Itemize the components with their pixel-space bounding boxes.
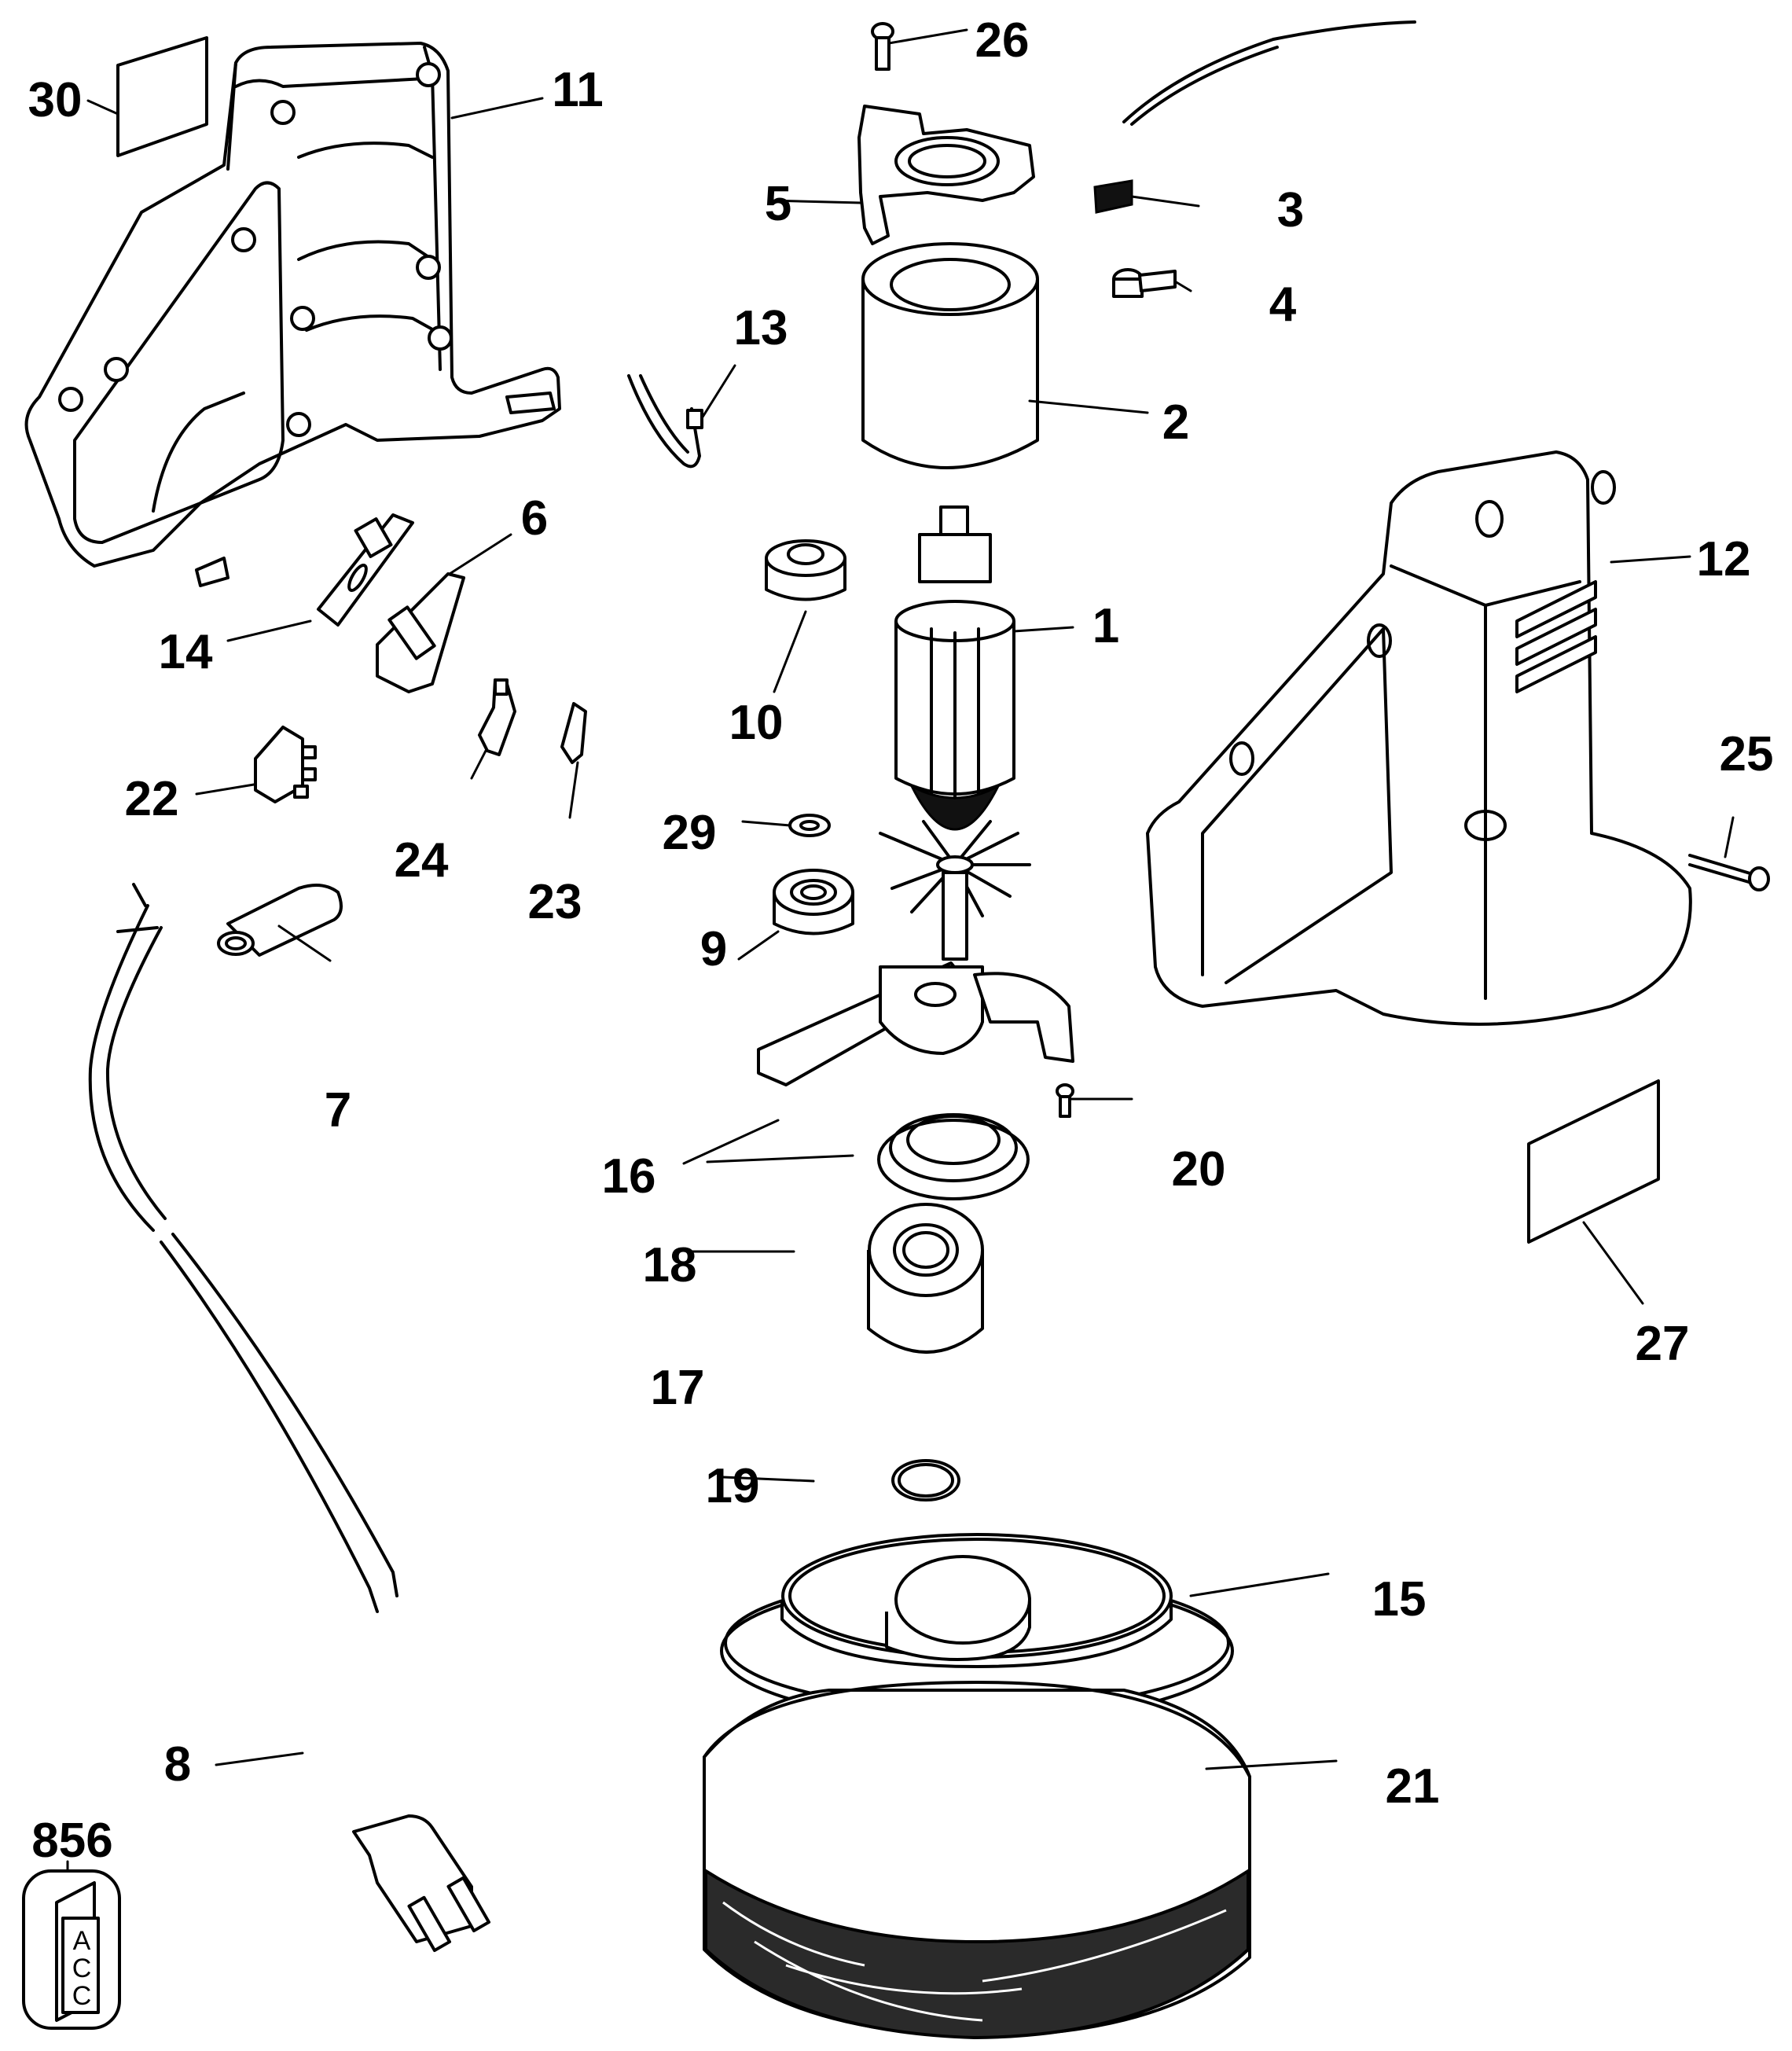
kit-badge: A C C 856 bbox=[22, 1814, 121, 2030]
part-26-screw bbox=[871, 22, 968, 71]
callout-23: 23 bbox=[528, 875, 582, 929]
part-3-carbon-brush bbox=[1093, 20, 1416, 214]
callout-27: 27 bbox=[1636, 1317, 1690, 1371]
part-29-washer bbox=[741, 814, 831, 837]
callout-9: 9 bbox=[700, 922, 727, 976]
kit-badge-letter-2: C bbox=[72, 1954, 92, 1983]
callout-12: 12 bbox=[1697, 532, 1751, 586]
part-25-screw bbox=[1688, 816, 1770, 891]
part-22-connector-block bbox=[195, 726, 317, 803]
callout-6: 6 bbox=[521, 491, 548, 546]
callout-22: 22 bbox=[125, 772, 179, 826]
callout-17: 17 bbox=[651, 1361, 705, 1415]
part-7-cord-protector bbox=[217, 884, 343, 962]
part-5-brush-holder bbox=[767, 105, 1035, 245]
part-13-brush-spring bbox=[627, 364, 736, 469]
callout-30: 30 bbox=[28, 73, 83, 127]
callout-4: 4 bbox=[1269, 278, 1297, 332]
callout-11: 11 bbox=[552, 63, 604, 117]
kit-badge-letter-3: C bbox=[72, 1981, 92, 2011]
part-11-housing-left bbox=[24, 42, 561, 587]
callout-7: 7 bbox=[325, 1083, 351, 1138]
callout-29: 29 bbox=[663, 806, 717, 860]
callout-8: 8 bbox=[164, 1737, 191, 1792]
callout-26: 26 bbox=[975, 13, 1030, 68]
callout-1: 1 bbox=[1092, 599, 1119, 653]
part-8-power-cord bbox=[88, 883, 491, 1953]
callout-5: 5 bbox=[765, 177, 791, 231]
part-17-ball-bearing-large bbox=[686, 1203, 984, 1354]
part-12-housing-right bbox=[1146, 450, 1692, 1026]
callout-18: 18 bbox=[643, 1238, 697, 1292]
callout-20: 20 bbox=[1172, 1142, 1226, 1196]
part-14-switch-actuator bbox=[226, 513, 414, 642]
part-18-bearing-retainer bbox=[706, 1113, 1030, 1200]
callout-14: 14 bbox=[159, 625, 213, 679]
callout-3: 3 bbox=[1277, 183, 1304, 237]
part-19-retaining-ring bbox=[722, 1459, 960, 1501]
part-15-backing-pad bbox=[720, 1533, 1330, 1723]
callout-15: 15 bbox=[1372, 1572, 1427, 1626]
callout-19: 19 bbox=[706, 1459, 760, 1513]
callout-21: 21 bbox=[1386, 1759, 1440, 1814]
kit-badge-number: 856 bbox=[31, 1814, 112, 1868]
part-30-label-card bbox=[86, 36, 208, 157]
callout-25: 25 bbox=[1720, 727, 1774, 781]
part-6-switch bbox=[376, 533, 512, 693]
callout-24: 24 bbox=[395, 833, 449, 888]
part-24-terminal-clip bbox=[470, 678, 516, 780]
plug bbox=[352, 1814, 491, 1953]
part-4-terminal bbox=[1112, 268, 1192, 298]
part-2-field-stator bbox=[861, 242, 1149, 469]
part-9-ball-bearing bbox=[737, 869, 854, 961]
part-1-armature bbox=[879, 505, 1074, 961]
callout-2: 2 bbox=[1162, 395, 1189, 450]
part-21-foam-bonnet bbox=[703, 1681, 1338, 2040]
callout-16: 16 bbox=[602, 1149, 656, 1204]
part-16-counterweight bbox=[682, 961, 1074, 1165]
part-10-bearing-cup bbox=[765, 539, 846, 693]
kit-badge-letter-1: A bbox=[73, 1926, 91, 1956]
part-20-screw bbox=[1056, 1083, 1133, 1118]
callout-10: 10 bbox=[729, 696, 784, 750]
callout-13: 13 bbox=[734, 301, 788, 355]
part-23-terminal-connector bbox=[560, 702, 587, 819]
part-27-nameplate bbox=[1527, 1079, 1660, 1305]
callout-labels: 30 11 26 5 3 4 13 2 6 12 1 14 10 25 22 2… bbox=[28, 13, 1774, 1814]
